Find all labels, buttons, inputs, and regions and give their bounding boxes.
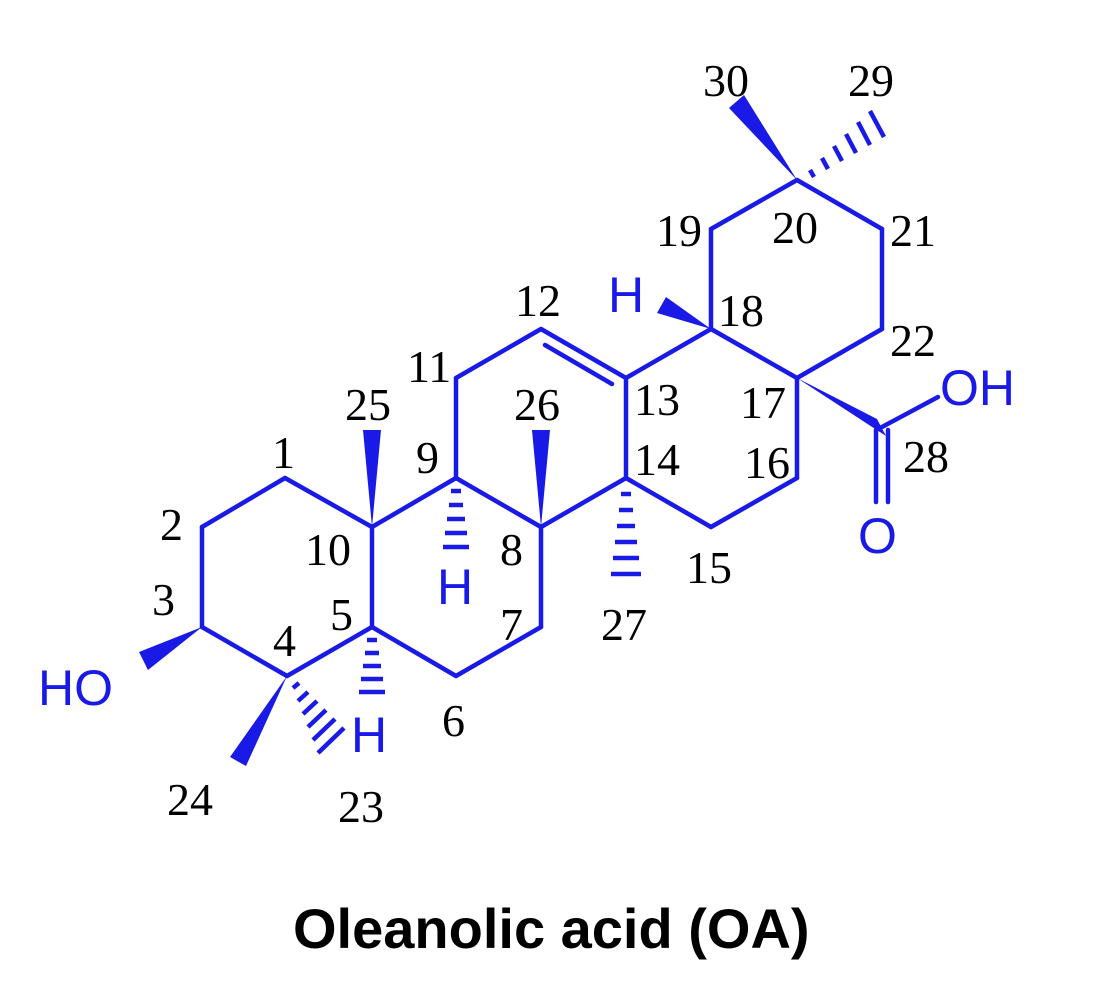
bond-c18-c17 [708,326,800,381]
locant-6: 6 [442,695,465,746]
atom-labels: HO OH O H H H [38,267,1015,763]
locant-21: 21 [890,205,936,256]
hash-c4-c23 [291,681,346,755]
bond-c12-c13 [538,326,629,381]
bond-c4-c5 [284,624,375,679]
oh-label: OH [940,360,1015,416]
hash-c9-h [443,488,469,550]
locant-16: 16 [744,437,790,488]
locant-11: 11 [407,341,451,392]
locant-15: 15 [686,542,732,593]
bond-c15-c14 [623,475,714,530]
locant-19: 19 [656,205,702,256]
hash-c5-h [359,637,385,695]
bond-c28-oh [879,394,941,430]
bond-c16-c15 [708,475,800,530]
locant-10: 10 [305,524,351,575]
locant-20: 20 [772,202,818,253]
hashed-bonds [291,109,886,755]
locant-25: 25 [345,379,391,430]
locant-1: 1 [272,427,295,478]
bond-c1-c2 [199,475,288,530]
skeleton-bonds [199,177,941,679]
bond-c12-c13-inner [542,342,615,387]
locant-23: 23 [338,781,384,832]
locant-28: 28 [903,431,949,482]
compound-title: Oleanolic acid (OA) [293,897,810,960]
locant-17: 17 [740,377,786,428]
hash-c14-c27 [611,491,641,577]
locant-24: 24 [167,774,213,825]
bond-c3-c4 [199,624,290,679]
bond-c20-c21 [794,177,885,232]
wedge-c10-c25 [363,430,381,527]
locant-9: 9 [416,432,439,483]
h18-label: H [608,267,644,323]
locant-8: 8 [500,524,523,575]
locant-18: 18 [718,285,764,336]
wedge-c3-oh [139,627,202,670]
locant-2: 2 [160,499,183,550]
h9-label: H [437,559,473,615]
locant-13: 13 [634,374,680,425]
locant-5: 5 [330,589,353,640]
locant-7: 7 [500,599,523,650]
bond-c7-c6 [453,624,544,679]
bond-c6-c5 [369,624,459,679]
locant-30: 30 [703,55,749,106]
wedge-c8-c26 [532,430,550,527]
bond-c10-c1 [282,475,375,530]
wedge-c17-c28 [797,378,886,436]
locant-29: 29 [848,55,894,106]
wedge-c20-c30 [729,95,797,180]
bond-c19-c20 [708,177,800,232]
bond-c13-c18 [623,326,714,381]
bond-c10-c9 [369,475,459,530]
carbonyl-o-label: O [858,508,897,564]
ho-label: HO [38,660,113,716]
locant-4: 4 [273,615,296,666]
locant-12: 12 [515,275,561,326]
locant-3: 3 [152,574,175,625]
locant-numbers: 1 2 3 4 5 6 7 8 9 10 11 12 13 14 15 16 1… [152,55,949,832]
locant-22: 22 [890,315,936,366]
wedge-bonds [139,95,886,766]
bond-c11-c12 [453,326,544,381]
bond-c22-c17 [794,326,885,381]
wedge-c4-c24 [230,676,287,766]
h5-label: H [351,707,387,763]
bond-c14-c8 [538,475,629,530]
locant-27: 27 [601,599,647,650]
locant-14: 14 [634,434,680,485]
locant-26: 26 [514,379,560,430]
hash-c20-c29 [808,109,886,179]
bond-c9-c8 [453,475,544,530]
wedge-c18-h [657,297,711,329]
